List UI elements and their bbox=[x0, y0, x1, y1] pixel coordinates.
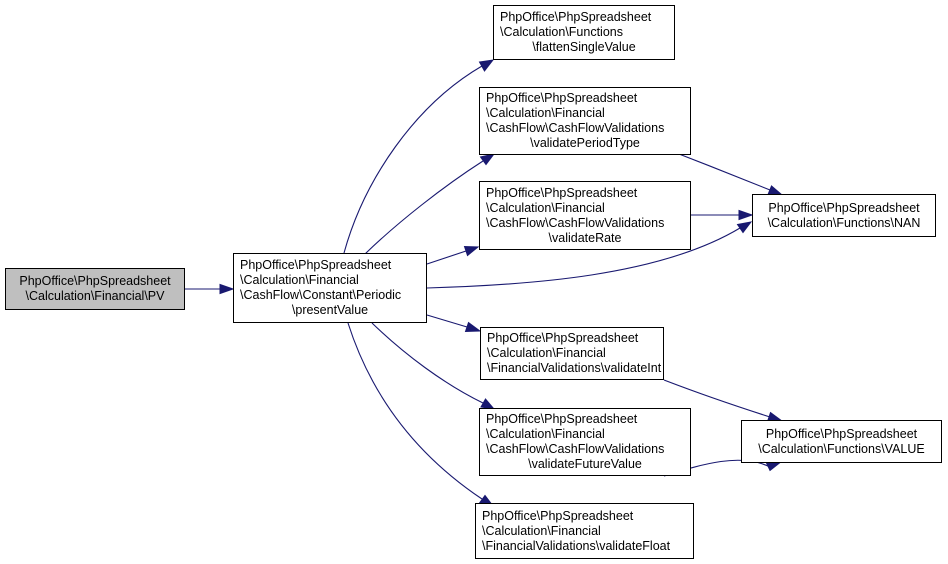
node-validate-rate-line-1: PhpOffice\PhpSpreadsheet bbox=[486, 185, 638, 200]
node-validate-float-line-1: PhpOffice\PhpSpreadsheet bbox=[482, 508, 634, 523]
node-validate-future-value[interactable]: PhpOffice\PhpSpreadsheet \Calculation\Fi… bbox=[479, 408, 691, 476]
node-validate-int-line-3: \FinancialValidations\validateInt bbox=[487, 361, 662, 375]
node-validate-rate-line-2: \Calculation\Financial bbox=[486, 200, 605, 215]
node-validate-period-type[interactable]: PhpOffice\PhpSpreadsheet \Calculation\Fi… bbox=[479, 87, 691, 155]
node-flatten-single-value-line-1: PhpOffice\PhpSpreadsheet bbox=[500, 10, 652, 24]
node-validate-int[interactable]: PhpOffice\PhpSpreadsheet \Calculation\Fi… bbox=[480, 327, 664, 380]
node-validate-float-line-3: \FinancialValidations\validateFloat bbox=[482, 538, 671, 553]
node-validate-period-type-line-4: \validatePeriodType bbox=[530, 136, 640, 150]
node-validate-period-type-line-1: PhpOffice\PhpSpreadsheet bbox=[486, 91, 638, 105]
edge-arrowhead bbox=[478, 59, 495, 72]
node-present-value[interactable]: PhpOffice\PhpSpreadsheet \Calculation\Fi… bbox=[233, 253, 427, 323]
edge-arrowhead bbox=[736, 221, 753, 234]
node-validate-float[interactable]: PhpOffice\PhpSpreadsheet \Calculation\Fi… bbox=[475, 503, 694, 559]
node-present-value-line-2: \Calculation\Financial bbox=[240, 273, 359, 287]
node-validate-float-line-2: \Calculation\Financial bbox=[482, 523, 601, 538]
node-validate-rate-line-3: \CashFlow\CashFlowValidations bbox=[486, 215, 665, 230]
node-validate-int-line-2: \Calculation\Financial bbox=[487, 346, 606, 360]
edge-presentvalue-to-validatefuturevalue bbox=[371, 322, 484, 404]
edge-arrowhead bbox=[738, 209, 754, 221]
edge-arrowhead bbox=[463, 245, 480, 257]
node-nan-line-2: \Calculation\Functions\NAN bbox=[767, 215, 921, 230]
edge-presentvalue-to-validateperiodtype bbox=[364, 160, 484, 255]
edge-presentvalue-to-validateint bbox=[426, 314, 468, 328]
node-validate-rate-line-4: \validateRate bbox=[548, 230, 622, 245]
node-validate-future-value-line-2: \Calculation\Financial bbox=[486, 427, 605, 441]
edge-presentvalue-to-validatefloat bbox=[347, 322, 483, 500]
edge-validateint-to-value bbox=[663, 379, 771, 418]
node-validate-future-value-line-4: \validateFutureValue bbox=[528, 457, 642, 471]
node-flatten-single-value-line-3: \flattenSingleValue bbox=[532, 40, 636, 54]
node-value-line-1: PhpOffice\PhpSpreadsheet bbox=[765, 426, 918, 441]
node-pv-line-1: PhpOffice\PhpSpreadsheet bbox=[19, 274, 171, 288]
node-validate-rate[interactable]: PhpOffice\PhpSpreadsheet \Calculation\Fi… bbox=[479, 181, 691, 250]
edge-presentvalue-to-nan bbox=[426, 227, 741, 289]
edge-presentvalue-to-flattensinglevalue bbox=[343, 65, 483, 254]
node-value-line-2: \Calculation\Functions\VALUE bbox=[758, 441, 925, 456]
edge-presentvalue-to-validaterate bbox=[426, 250, 467, 265]
edge-arrowhead bbox=[464, 321, 482, 333]
edge-arrowhead bbox=[479, 153, 496, 166]
edge-validateperiodtype-to-nan bbox=[678, 153, 771, 191]
edge-arrowhead bbox=[219, 283, 235, 295]
node-validate-period-type-line-3: \CashFlow\CashFlowValidations bbox=[486, 121, 665, 135]
node-flatten-single-value-line-2: \Calculation\Functions bbox=[500, 25, 623, 39]
node-present-value-line-4: \presentValue bbox=[291, 303, 369, 317]
node-present-value-line-3: \CashFlow\Constant\Periodic bbox=[240, 288, 402, 302]
node-validate-period-type-line-2: \Calculation\Financial bbox=[486, 106, 605, 120]
node-present-value-line-1: PhpOffice\PhpSpreadsheet bbox=[240, 258, 392, 272]
node-pv-line-2: \Calculation\Financial\PV bbox=[25, 289, 165, 303]
node-validate-future-value-line-1: PhpOffice\PhpSpreadsheet bbox=[486, 412, 638, 426]
node-pv[interactable]: PhpOffice\PhpSpreadsheet \Calculation\Fi… bbox=[5, 268, 185, 310]
node-validate-future-value-line-3: \CashFlow\CashFlowValidations bbox=[486, 442, 665, 456]
node-flatten-single-value[interactable]: PhpOffice\PhpSpreadsheet \Calculation\Fu… bbox=[493, 5, 675, 60]
node-validate-int-line-1: PhpOffice\PhpSpreadsheet bbox=[487, 331, 639, 345]
node-nan-line-1: PhpOffice\PhpSpreadsheet bbox=[768, 200, 920, 215]
node-nan[interactable]: PhpOffice\PhpSpreadsheet \Calculation\Fu… bbox=[752, 194, 936, 237]
node-value[interactable]: PhpOffice\PhpSpreadsheet \Calculation\Fu… bbox=[741, 420, 942, 463]
